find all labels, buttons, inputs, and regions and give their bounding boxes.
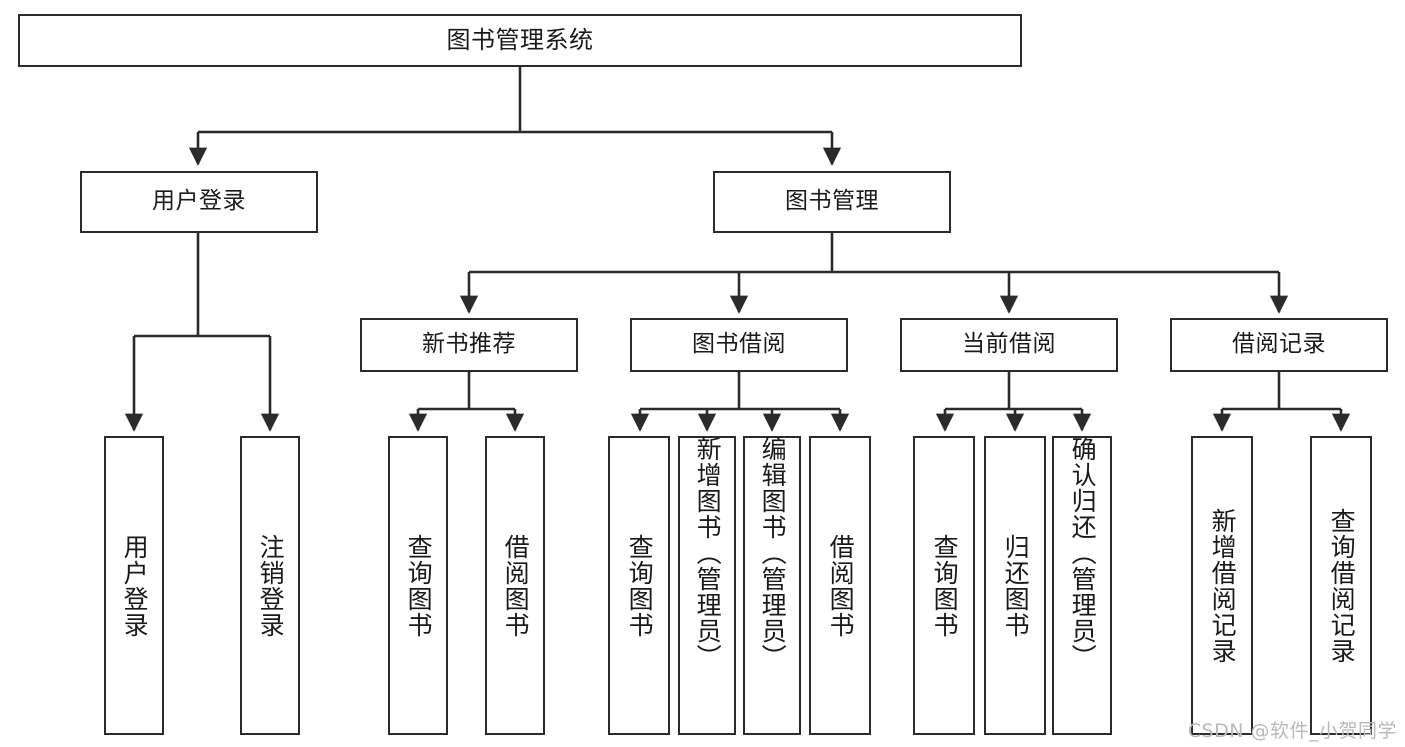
node-label: 图书管理 [785, 188, 879, 215]
node-label: 注销登录 [256, 533, 286, 638]
node-label: 归还图书 [1001, 533, 1031, 638]
leaf-return-book[interactable]: 归还图书 [984, 436, 1046, 735]
leaf-query-book-1[interactable]: 查询图书 [388, 436, 448, 735]
node-label: 查询图书 [930, 533, 960, 638]
leaf-logout-login[interactable]: 注销登录 [240, 436, 300, 735]
node-borrow-record[interactable]: 借阅记录 [1170, 318, 1388, 372]
node-label: 借阅图书 [826, 533, 856, 638]
node-root-system[interactable]: 图书管理系统 [18, 14, 1022, 67]
node-book-borrow[interactable]: 图书借阅 [630, 318, 848, 372]
node-book-management[interactable]: 图书管理 [713, 171, 951, 233]
leaf-add-record[interactable]: 新增借阅记录 [1191, 436, 1253, 735]
node-label: 新增借阅记录 [1208, 507, 1238, 664]
csdn-watermark: CSDN @软件_小贺同学 [1187, 720, 1397, 742]
leaf-borrow-book-1[interactable]: 借阅图书 [485, 436, 545, 735]
leaf-edit-book[interactable]: 编辑图书（管理员） [743, 436, 801, 735]
node-label: 用户登录 [120, 533, 150, 638]
leaf-query-book-2[interactable]: 查询图书 [608, 436, 670, 735]
node-label: 新增图书（管理员） [693, 436, 723, 670]
leaf-add-book[interactable]: 新增图书（管理员） [678, 436, 736, 735]
leaf-confirm-return[interactable]: 确认归还（管理员） [1052, 436, 1112, 735]
node-label: 借阅记录 [1232, 331, 1326, 358]
node-user-login[interactable]: 用户登录 [80, 171, 318, 233]
node-label: 编辑图书（管理员） [758, 436, 788, 670]
node-label: 当前借阅 [962, 331, 1056, 358]
node-label: 查询图书 [404, 533, 434, 638]
leaf-borrow-book-2[interactable]: 借阅图书 [809, 436, 871, 735]
node-label: 借阅图书 [501, 533, 531, 638]
node-current-borrow[interactable]: 当前借阅 [900, 318, 1118, 372]
node-label: 用户登录 [152, 188, 246, 215]
leaf-query-record[interactable]: 查询借阅记录 [1310, 436, 1372, 735]
leaf-user-login[interactable]: 用户登录 [104, 436, 164, 735]
node-new-book-recommend[interactable]: 新书推荐 [360, 318, 578, 372]
node-label: 新书推荐 [422, 331, 516, 358]
node-label: 查询图书 [625, 533, 655, 638]
leaf-query-book-3[interactable]: 查询图书 [913, 436, 975, 735]
node-label: 图书借阅 [692, 331, 786, 358]
node-label: 确认归还（管理员） [1068, 436, 1098, 670]
node-label: 查询借阅记录 [1327, 507, 1357, 664]
node-label: 图书管理系统 [446, 26, 594, 55]
